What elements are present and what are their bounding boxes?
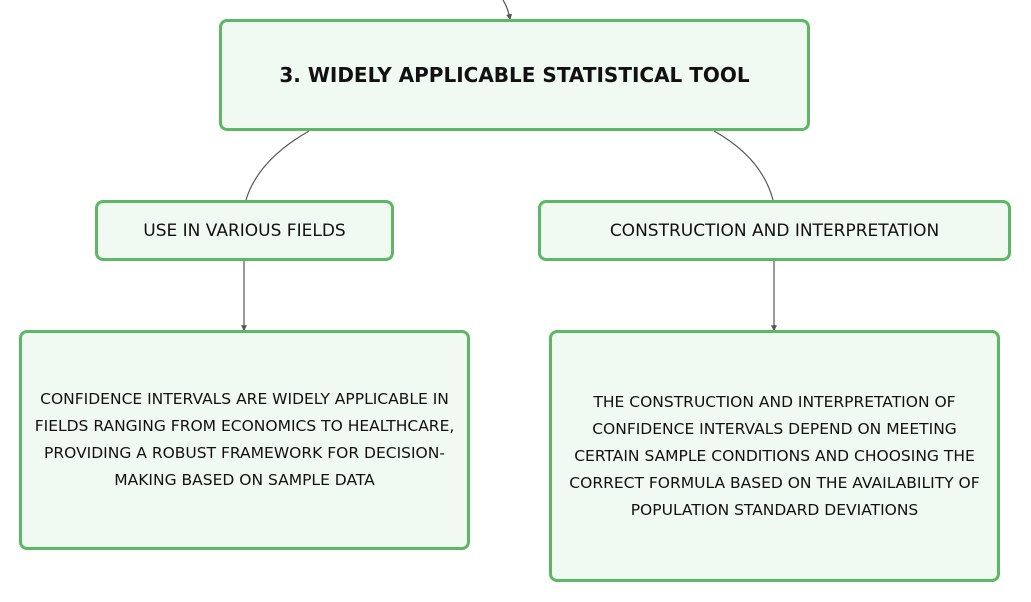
leaf-node-text: THE CONSTRUCTION AND INTERPRETATION OF C… [569, 392, 980, 519]
connector-root-to-right-branch [713, 130, 774, 201]
leaf-node-text: CONFIDENCE INTERVALS ARE WIDELY APPLICAB… [34, 390, 455, 489]
branch-node-label: USE IN VARIOUS FIELDS [143, 220, 346, 241]
connector-root-to-left-branch [245, 130, 310, 201]
branch-node-use-in-various-fields[interactable]: USE IN VARIOUS FIELDS [95, 200, 394, 261]
root-node-label: 3. WIDELY APPLICABLE STATISTICAL TOOL [279, 63, 750, 87]
branch-node-label: CONSTRUCTION AND INTERPRETATION [609, 220, 940, 241]
connector-parent-to-root [502, 0, 513, 21]
leaf-node-construction-and-interpretation[interactable]: THE CONSTRUCTION AND INTERPRETATION OF C… [549, 330, 1000, 582]
root-node[interactable]: 3. WIDELY APPLICABLE STATISTICAL TOOL [219, 19, 810, 131]
leaf-node-use-in-various-fields[interactable]: CONFIDENCE INTERVALS ARE WIDELY APPLICAB… [19, 330, 470, 550]
branch-node-construction-and-interpretation[interactable]: CONSTRUCTION AND INTERPRETATION [538, 200, 1011, 261]
